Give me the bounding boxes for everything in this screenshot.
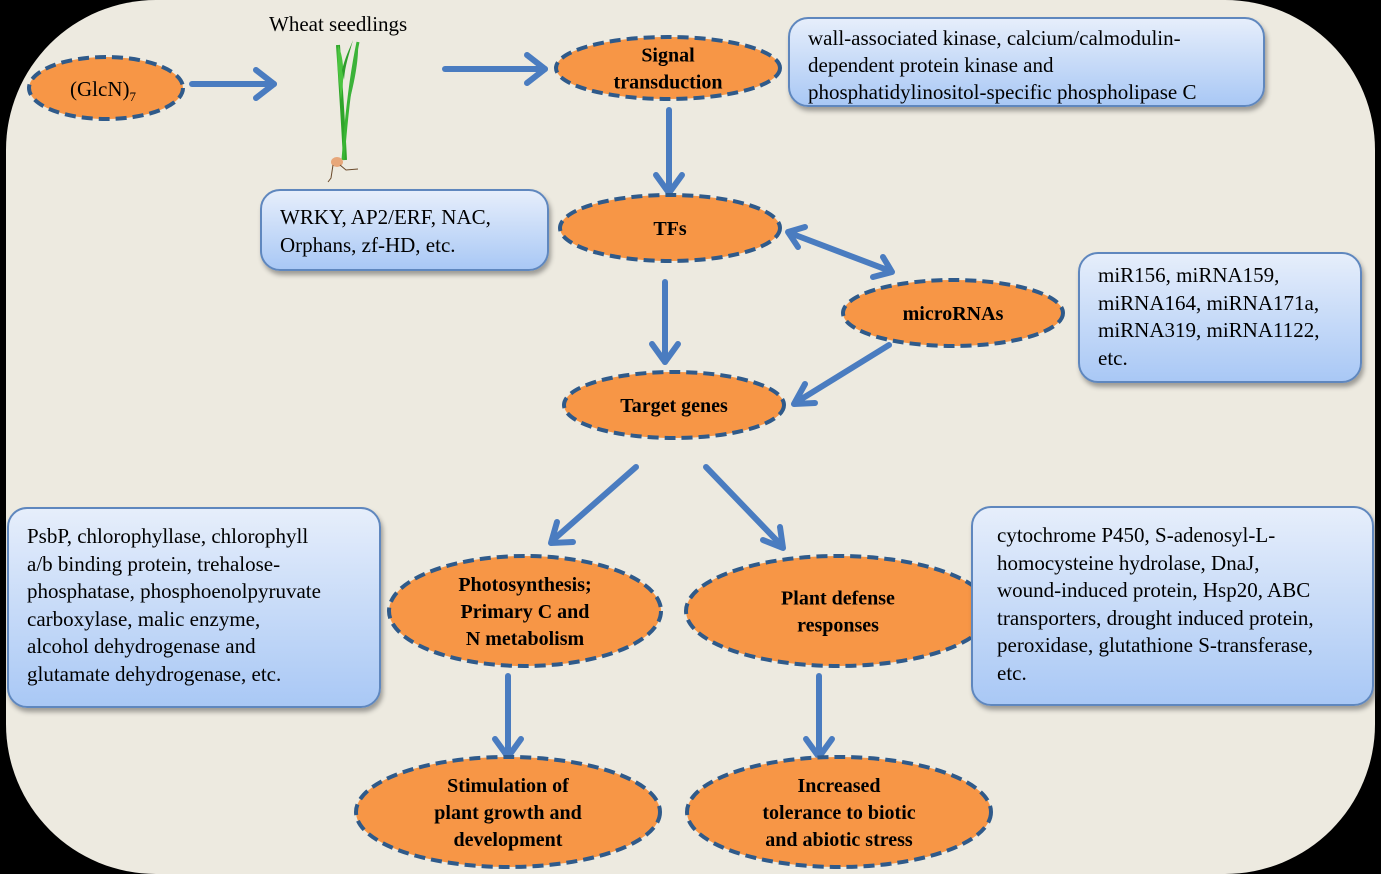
node-photosynthesis: Photosynthesis; Primary C and N metabolism [387, 554, 663, 668]
node-label-line: N metabolism [466, 628, 585, 650]
node-label-line: Primary C and [461, 601, 590, 623]
photosynthesis-genes-box: PsbP, chlorophyllase, chlorophyll a/b bi… [7, 507, 381, 708]
wheat-seedling-icon [327, 40, 360, 183]
arrow-target-to-photosynthesis [548, 464, 639, 546]
node-label-line: TFs [653, 218, 687, 240]
microrna-list-box: miR156, miRNA159, miRNA164, miRNA171a, m… [1078, 252, 1362, 383]
wheat-seedlings-label: Wheat seedlings [269, 12, 408, 36]
signal-genes-box: wall-associated kinase, calcium/calmodul… [788, 17, 1265, 107]
node-target-genes: Target genes [562, 370, 786, 440]
node-label-line: Photosynthesis; [458, 574, 591, 596]
node-plant-defense: Plant defense responses [684, 554, 992, 668]
node-label-line: microRNAs [903, 303, 1004, 325]
node-label-line: Increased [798, 775, 881, 797]
defense-genes-box: cytochrome P450, S-adenosyl-L- homocyste… [971, 506, 1374, 706]
node-label-line: plant growth and [434, 802, 581, 824]
node-ellipse [562, 370, 786, 440]
node-label-line: Plant defense [781, 588, 895, 610]
node-ellipse [387, 554, 663, 668]
node-stress-tolerance: Increased tolerance to biotic and abiotic … [685, 755, 993, 869]
arrow-microrna-to-target [791, 342, 892, 407]
node-label-line: development [454, 829, 563, 851]
node-signal-transduction: Signal transduction [554, 35, 782, 101]
arrow-signal-to-tfs [653, 107, 685, 196]
arrow-tfs-to-target [649, 279, 681, 365]
node-ellipse [685, 755, 993, 869]
node-label-line: transduction [614, 72, 723, 94]
node-label-line: Target genes [620, 395, 728, 417]
node-ellipse [554, 35, 782, 101]
node-ellipse [841, 278, 1065, 348]
node-tfs: TFs [558, 193, 782, 263]
tf-genes-box: WRKY, AP2/ERF, NAC, Orphans, zf-HD, etc. [260, 189, 549, 271]
node-label-line: Signal [641, 45, 695, 67]
node-label-line: Stimulation of [447, 775, 569, 797]
node-label: (GlcN)7 [70, 77, 136, 104]
node-ellipse [27, 55, 185, 121]
node-label-line: and abiotic stress [765, 829, 913, 851]
node-label-line: responses [797, 615, 879, 637]
node-ellipse [558, 193, 782, 263]
node-ellipse [684, 554, 992, 668]
node-ellipse [354, 755, 662, 869]
arrow-defense-to-tolerance [803, 673, 835, 760]
node-label-line: tolerance to biotic [762, 802, 915, 824]
node-glcn7: (GlcN)7 [27, 55, 185, 121]
arrow-photosynthesis-to-growth [492, 673, 524, 760]
arrow-glcn-to-seedling [189, 67, 277, 101]
arrow-tfs-microrna-bidirectional [785, 224, 895, 280]
node-plant-growth: Stimulation of plant growth and developmen… [354, 755, 662, 869]
node-micrornas: microRNAs [841, 278, 1065, 348]
arrow-target-to-defense [703, 464, 786, 551]
arrow-seedling-to-signal [442, 52, 548, 86]
